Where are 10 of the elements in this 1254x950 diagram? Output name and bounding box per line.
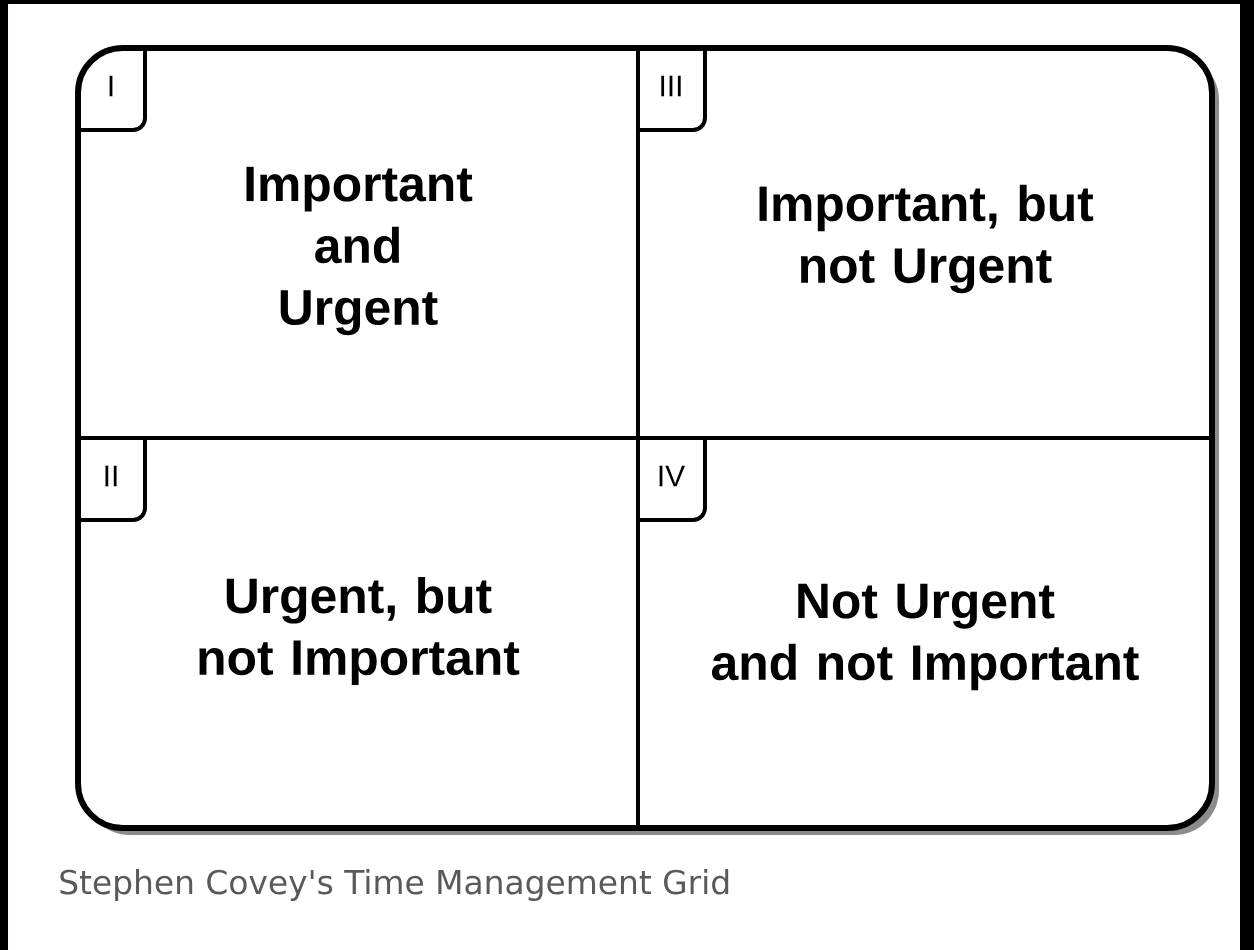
quadrant-label: Not Urgent and not Important <box>712 583 1139 691</box>
grid-frame <box>75 45 1219 835</box>
quadrant-label: Important and Urgent <box>246 166 473 336</box>
numeral-tab: I <box>78 48 147 132</box>
numeral-tab: III <box>637 48 707 132</box>
caption: Stephen Covey's Time Management Grid <box>60 869 729 901</box>
quadrant-label: Important, but not Urgent <box>759 184 1094 294</box>
numeral-tab: II <box>78 438 147 522</box>
numeral-tab: IV <box>637 438 707 522</box>
quadrant-label: Urgent, but not Important <box>199 576 520 686</box>
